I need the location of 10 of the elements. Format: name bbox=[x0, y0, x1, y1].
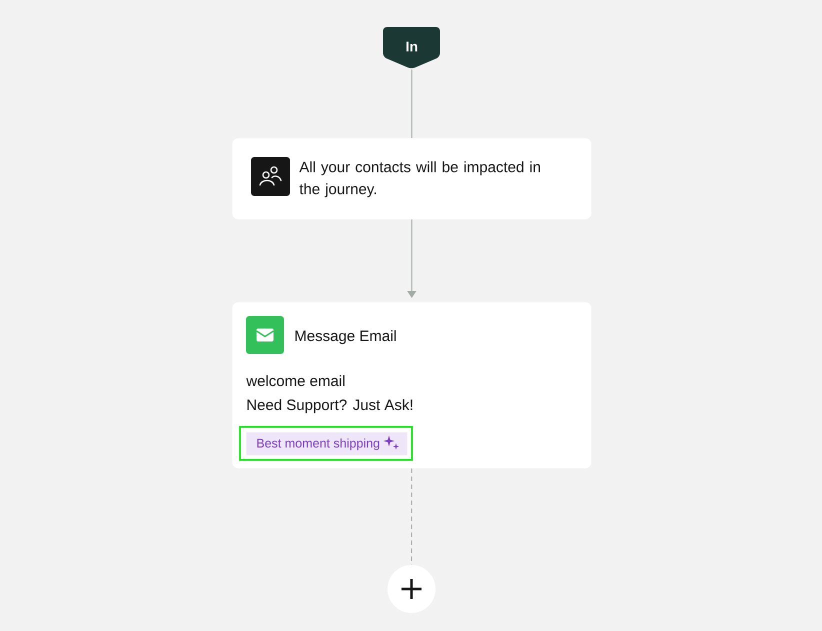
message-text: Need Support? Just Ask! bbox=[248, 399, 412, 414]
start-tag: In bbox=[383, 27, 440, 68]
message-card bbox=[232, 302, 592, 468]
add-button bbox=[388, 565, 436, 613]
badge: Best moment shipping bbox=[246, 432, 408, 456]
info-card bbox=[232, 138, 592, 220]
connector-line bbox=[411, 69, 412, 138]
message-name: welcome email bbox=[246, 375, 344, 386]
card-title: Message Email bbox=[296, 330, 396, 344]
card-text: All your contacts will be impacted in the journey. bbox=[299, 161, 540, 198]
